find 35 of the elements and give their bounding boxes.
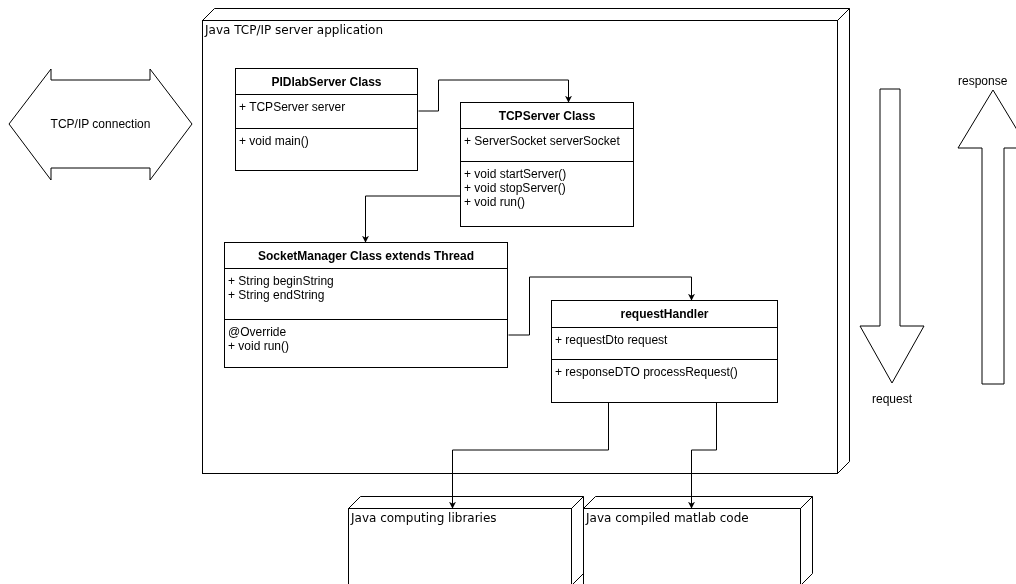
method-text: + void startServer() (464, 167, 567, 181)
attribute-text: + String beginString (228, 274, 334, 288)
double-arrow-shape (8, 68, 193, 181)
node-box (202, 8, 850, 474)
connector-arrow (362, 195, 461, 243)
attribute-text: + TCPServer server (239, 100, 346, 114)
node-box (583, 496, 813, 584)
node-title: Java compiled matlab code (586, 511, 749, 525)
node-title: Java computing libraries (351, 511, 497, 525)
class-name: PIDlabServer Class (271, 75, 382, 89)
method-text: @Override (228, 325, 287, 339)
arrow-label: request (871, 392, 913, 406)
method-text: + void stopServer() (464, 181, 566, 195)
arrow-label: TCP/IP connection (49, 117, 152, 131)
connector-arrow (688, 402, 717, 509)
attribute-text: + requestDto request (555, 333, 668, 347)
class-box (460, 102, 634, 227)
connector-arrow (449, 402, 609, 509)
method-text: + void run() (464, 195, 526, 209)
class-box (235, 68, 418, 171)
method-text: + responseDTO processRequest() (555, 365, 738, 379)
node-title: Java TCP/IP server application (205, 23, 384, 37)
method-text: + void run() (228, 339, 290, 353)
class-name: TCPServer Class (498, 109, 596, 123)
class-name: SocketManager Class extends Thread (257, 249, 475, 263)
class-box (224, 242, 508, 368)
arrow-label: response (958, 74, 1008, 88)
class-name: requestHandler (620, 307, 709, 321)
connector-arrow (418, 79, 572, 112)
class-box (551, 300, 778, 403)
node-box (348, 496, 584, 584)
attribute-text: + ServerSocket serverSocket (464, 134, 620, 148)
attribute-text: + String endString (228, 288, 325, 302)
connector-arrow (508, 276, 695, 336)
method-text: + void main() (239, 134, 309, 148)
